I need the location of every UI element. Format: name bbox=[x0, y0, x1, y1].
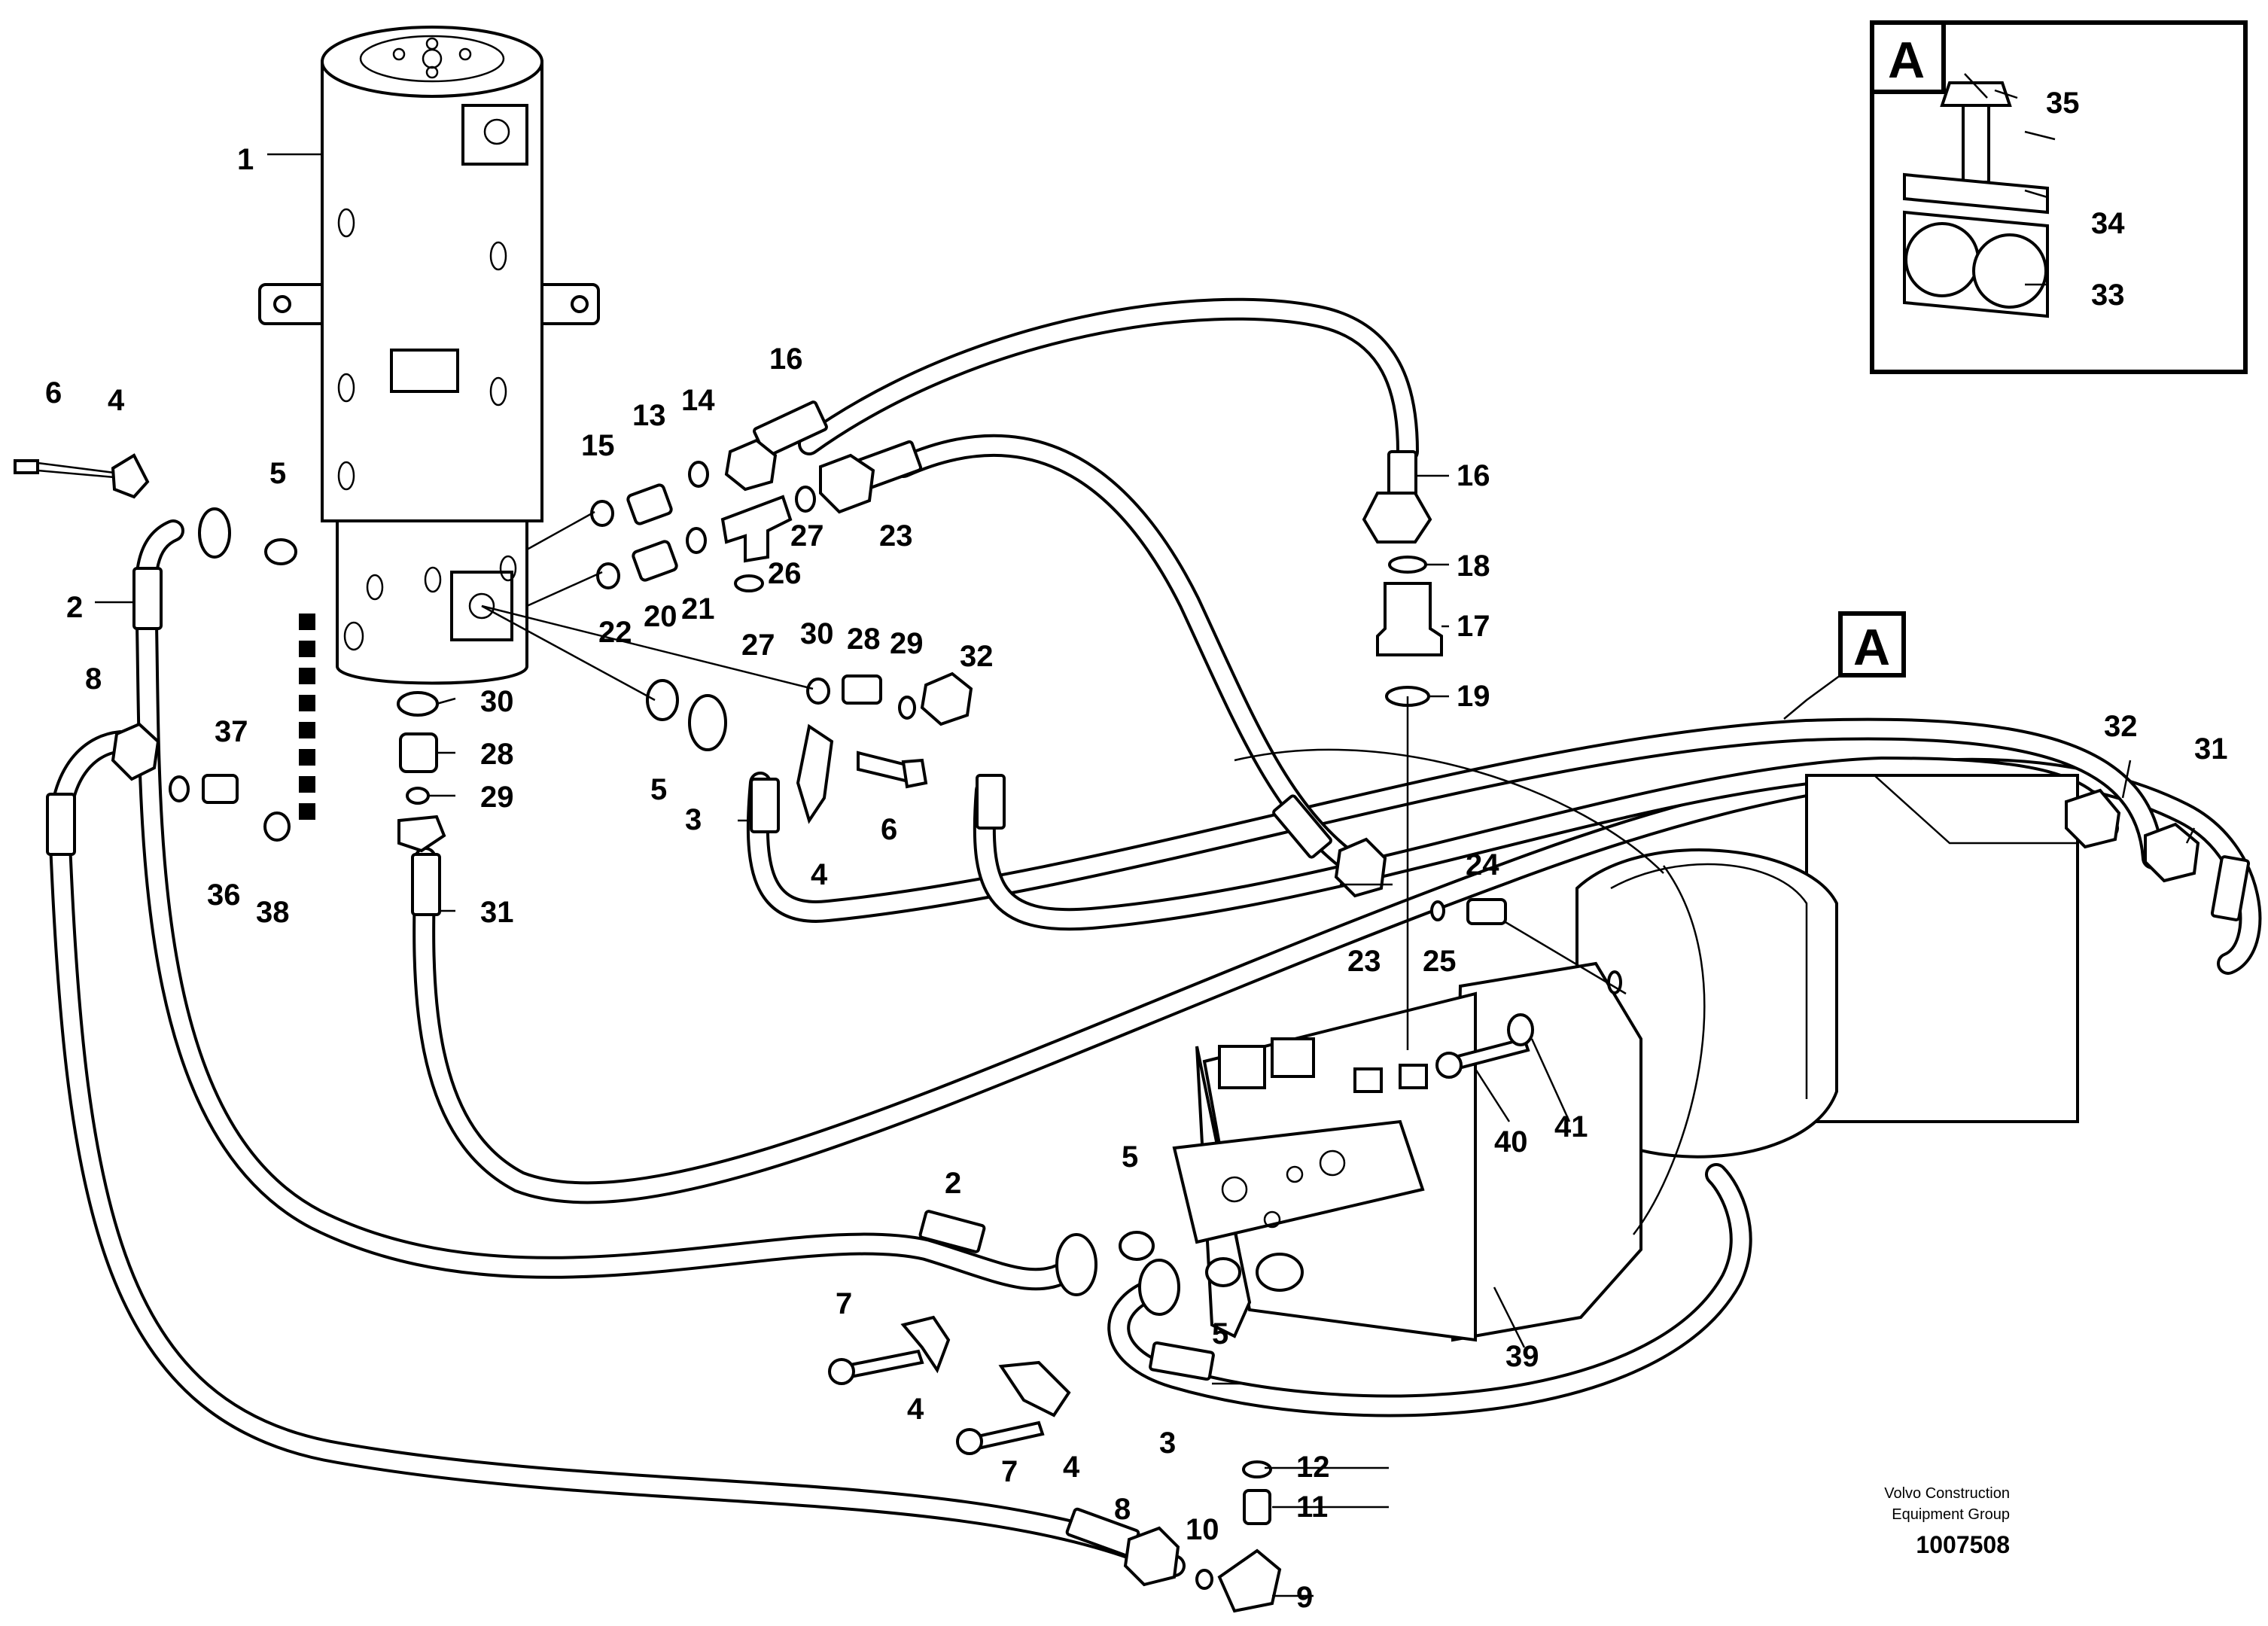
callout-32: 32 bbox=[2104, 710, 2138, 743]
callout-24: 24 bbox=[1466, 848, 1499, 882]
callout-leaders bbox=[95, 89, 2196, 1597]
callout-6: 6 bbox=[881, 813, 897, 846]
callout-30: 30 bbox=[800, 617, 834, 650]
callout-23: 23 bbox=[879, 519, 913, 553]
callout-numbers: 1 2 2 3 3 4 4 4 4 5 5 5 5 6 6 7 7 8 8 9 … bbox=[45, 87, 2228, 1614]
hydraulic-swivel bbox=[258, 26, 600, 685]
callout-4: 4 bbox=[907, 1393, 924, 1426]
callout-3: 3 bbox=[685, 803, 702, 836]
callout-28: 28 bbox=[847, 623, 881, 656]
view-marker-letter: A bbox=[1853, 619, 1890, 676]
callout-18: 18 bbox=[1457, 550, 1490, 583]
callout-5: 5 bbox=[269, 457, 286, 490]
callout-38: 38 bbox=[256, 896, 290, 929]
reference-lines bbox=[481, 510, 1627, 1050]
callout-28: 28 bbox=[480, 738, 514, 771]
company-line-1: Volvo Construction bbox=[1884, 1485, 2010, 1502]
callout-7: 7 bbox=[1001, 1455, 1018, 1488]
detail-view-a: A bbox=[1870, 20, 2248, 374]
callout-12: 12 bbox=[1296, 1451, 1330, 1484]
callout-1: 1 bbox=[237, 143, 254, 176]
callout-16: 16 bbox=[769, 343, 803, 376]
callout-31: 31 bbox=[480, 896, 514, 929]
callout-25: 25 bbox=[1423, 945, 1457, 978]
callout-35: 35 bbox=[2046, 87, 2080, 120]
callout-6: 6 bbox=[45, 376, 62, 410]
callout-21: 21 bbox=[681, 592, 715, 626]
callout-8: 8 bbox=[1114, 1493, 1131, 1526]
fittings bbox=[14, 438, 2200, 1613]
callout-20: 20 bbox=[644, 600, 677, 633]
callout-34: 34 bbox=[2091, 207, 2125, 240]
callout-39: 39 bbox=[1505, 1340, 1539, 1373]
callout-2: 2 bbox=[66, 591, 83, 624]
callout-36: 36 bbox=[207, 878, 241, 912]
callout-32: 32 bbox=[960, 640, 994, 673]
callout-33: 33 bbox=[2091, 279, 2125, 312]
callout-30: 30 bbox=[480, 685, 514, 718]
callout-40: 40 bbox=[1494, 1125, 1528, 1159]
callout-22: 22 bbox=[598, 616, 632, 649]
callout-29: 29 bbox=[890, 627, 924, 660]
callout-41: 41 bbox=[1554, 1110, 1588, 1143]
company-line-2: Equipment Group bbox=[1892, 1506, 2010, 1523]
callout-4: 4 bbox=[1063, 1451, 1080, 1484]
callout-23: 23 bbox=[1347, 945, 1381, 978]
callout-4: 4 bbox=[108, 384, 125, 417]
callout-19: 19 bbox=[1457, 680, 1490, 713]
callout-17: 17 bbox=[1457, 610, 1490, 643]
callout-10: 10 bbox=[1186, 1513, 1219, 1546]
callout-31: 31 bbox=[2194, 732, 2228, 766]
drawing-number: 1007508 bbox=[1916, 1531, 2010, 1558]
callout-4: 4 bbox=[811, 858, 828, 891]
callout-14: 14 bbox=[681, 384, 715, 417]
callout-2: 2 bbox=[945, 1167, 961, 1200]
callout-13: 13 bbox=[632, 399, 666, 432]
callout-3: 3 bbox=[1159, 1427, 1176, 1460]
callout-11: 11 bbox=[1296, 1490, 1328, 1524]
callout-5: 5 bbox=[1122, 1140, 1138, 1174]
detail-box-letter: A bbox=[1888, 32, 1925, 89]
callout-5: 5 bbox=[650, 773, 667, 806]
drawing-credit: Volvo Construction Equipment Group 10075… bbox=[1884, 1485, 2010, 1558]
callout-29: 29 bbox=[480, 781, 514, 814]
callout-8: 8 bbox=[85, 662, 102, 696]
callout-27: 27 bbox=[741, 629, 775, 662]
callout-37: 37 bbox=[215, 715, 248, 748]
callout-27: 27 bbox=[790, 519, 824, 553]
callout-26: 26 bbox=[768, 557, 802, 590]
callout-9: 9 bbox=[1296, 1581, 1313, 1614]
callout-15: 15 bbox=[581, 429, 615, 462]
callout-7: 7 bbox=[836, 1287, 852, 1320]
view-marker-a: A bbox=[1783, 611, 1906, 720]
hose-sleeves bbox=[46, 400, 2251, 1558]
callout-5: 5 bbox=[1212, 1317, 1228, 1350]
callout-16: 16 bbox=[1457, 459, 1490, 492]
